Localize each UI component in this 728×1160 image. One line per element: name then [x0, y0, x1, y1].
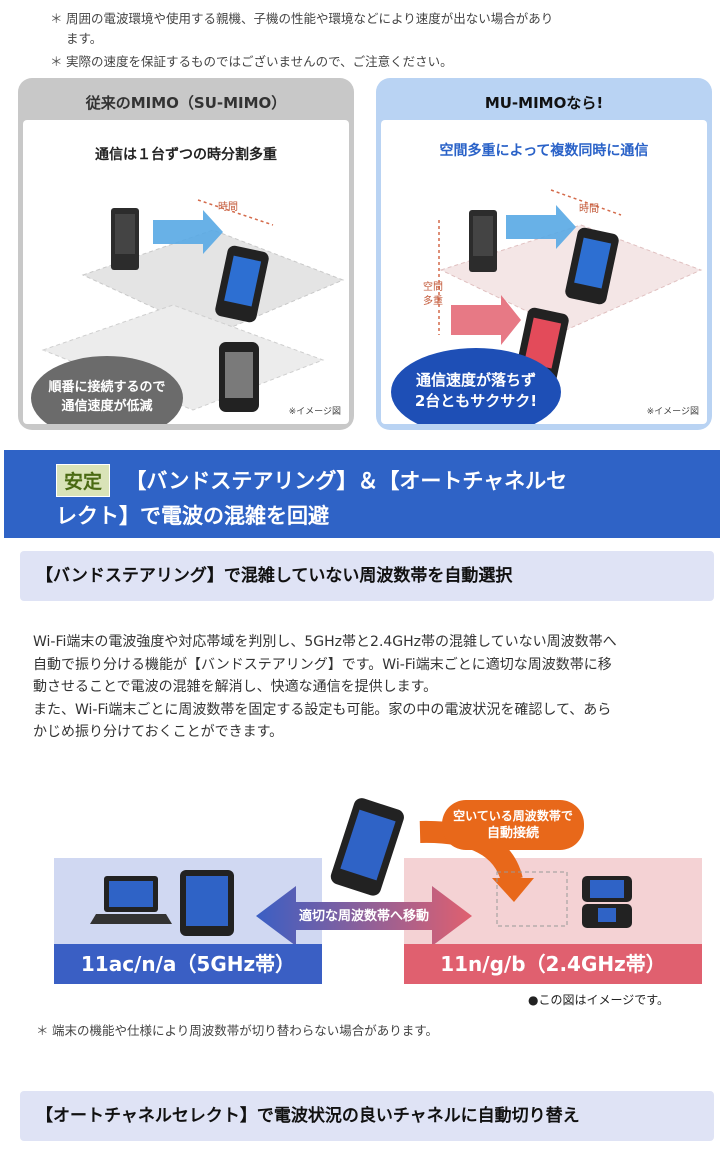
callout-bubble: 空いている周波数帯で 自動接続 — [442, 800, 584, 850]
band-5g-label: 11ac/n/a（5GHz帯） — [54, 944, 322, 984]
band-24g-label: 11n/g/b（2.4GHz帯） — [404, 944, 702, 984]
mu-mimo-image-note: ※イメージ図 — [646, 407, 699, 417]
phone-icon — [330, 798, 404, 896]
double-arrow-icon — [256, 886, 472, 946]
auto-channel-heading: 【オートチャネルセレクト】で電波状況の良いチャネルに自動切り替え — [20, 1091, 714, 1141]
banner-line-1: 安定 【バンドステアリング】＆【オートチャネルセ — [56, 464, 567, 497]
mu-mimo-panel: MU-MIMOなら! 空間多重によって複数同時に通信 時間 空間 多重 通信速度… — [376, 78, 712, 430]
band-steering-paragraph: Wi-Fi端末の電波強度や対応帯域を判別し、5GHz帯と2.4GHz帯の混雑して… — [33, 634, 617, 740]
su-mimo-illustration-area: 通信は１台ずつの時分割多重 時間 順番に接続するので 通信速度が低減 ※イメージ… — [23, 120, 349, 424]
laptop-icon — [90, 876, 172, 924]
mu-mimo-bubble: 通信速度が落ちず 2台ともサクサク! — [391, 348, 561, 424]
su-time-label: 時間 — [218, 201, 238, 213]
mu-time-label: 時間 — [579, 203, 599, 215]
su-mimo-panel: 従来のMIMO（SU-MIMO） 通信は１台ずつの時分割多重 時間 順番に接続す… — [18, 78, 354, 430]
mu-space-label-2: 多重 — [423, 294, 443, 307]
stable-badge: 安定 — [56, 464, 111, 497]
mu-mimo-illustration: 時間 空間 多重 — [423, 189, 703, 385]
banner-line-2: レクト】で電波の混雑を回避 — [56, 504, 329, 528]
note-bottom: ＊端末の機能や仕様により周波数帯が切り替わらない場合があります。 — [36, 1023, 439, 1038]
su-mimo-bubble: 順番に接続するので 通信速度が低減 — [31, 356, 183, 424]
band-steering-heading: 【バンドステアリング】で混雑していない周波数帯を自動選択 — [20, 551, 714, 601]
note-2: ＊実際の速度を保証するものではございませんので、ご注意ください。 — [50, 54, 453, 69]
mu-mimo-illustration-area: 空間多重によって複数同時に通信 時間 空間 多重 通信速度が落ちず 2台ともサク… — [381, 120, 707, 424]
stability-banner: 安定 【バンドステアリング】＆【オートチャネルセ レクト】で電波の混雑を回避 — [4, 450, 720, 538]
su-mimo-image-note: ※イメージ図 — [288, 407, 341, 417]
su-mimo-title: 従来のMIMO（SU-MIMO） — [85, 94, 287, 112]
diagram-image-note: ●この図はイメージです。 — [528, 993, 670, 1007]
su-mimo-subtitle: 通信は１台ずつの時分割多重 — [95, 147, 277, 163]
empty-slot-icon — [496, 871, 568, 927]
note-1-cont: ます。 — [66, 31, 103, 46]
mu-space-label-1: 空間 — [423, 280, 443, 293]
mu-mimo-subtitle: 空間多重によって複数同時に通信 — [439, 143, 649, 159]
note-1: ＊周囲の電波環境や使用する親機、子機の性能や環境などにより速度が出ない場合があり — [50, 11, 554, 26]
arrow-label: 適切な周波数帯へ移動 — [298, 909, 429, 924]
su-mimo-illustration: 時間 — [41, 199, 345, 412]
game-console-icon — [582, 876, 632, 928]
mu-mimo-title: MU-MIMOなら! — [484, 94, 604, 112]
tablet-icon — [180, 870, 234, 936]
